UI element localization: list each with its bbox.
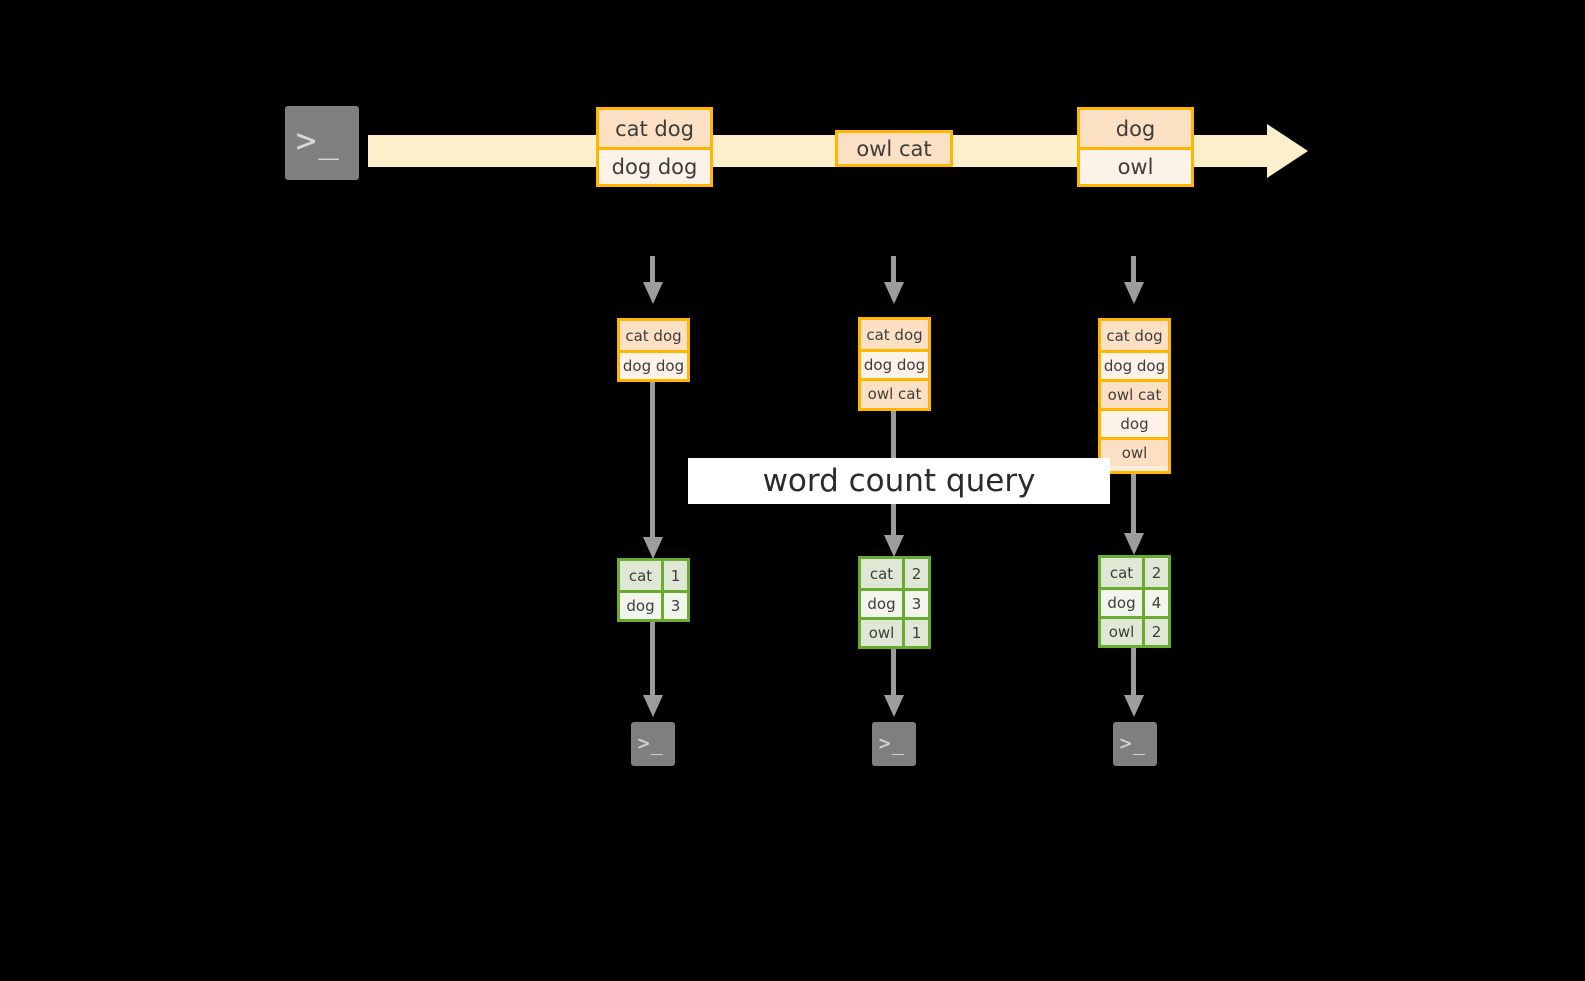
column-2-result-table: cat 2 dog 3 owl 1 [858, 556, 931, 649]
terminal-body [1113, 722, 1157, 766]
column-3-input-line-5: owl [1101, 437, 1168, 466]
column-1-sink-terminal-icon: >_ [622, 713, 684, 775]
table-row: cat 2 [861, 559, 928, 588]
column-3-result-table: cat 2 dog 4 owl 2 [1098, 555, 1171, 648]
column-2-result-count-1: 2 [905, 559, 928, 588]
column-2-input-line-1: cat dog [861, 320, 928, 349]
column-2-query-arrowhead-icon [884, 535, 904, 557]
column-3-sink-terminal-icon: >_ [1104, 713, 1166, 775]
column-2-result-word-2: dog [861, 591, 905, 617]
column-3-feed-arrowhead-icon [1124, 282, 1144, 304]
column-2-result-word-3: owl [861, 620, 905, 646]
column-1-input-line-2: dog dog [620, 350, 687, 379]
column-3-feed-dash [1131, 256, 1136, 282]
column-3-sink-arrowhead-icon [1124, 695, 1144, 717]
column-1-result-count-2: 3 [664, 593, 687, 619]
column-1-query-arrowhead-icon [643, 537, 663, 559]
stream-batch-3: dog owl [1077, 107, 1194, 187]
column-2-input-line-3: owl cat [861, 378, 928, 407]
column-3-query-arrowhead-icon [1124, 533, 1144, 555]
column-3-result-word-1: cat [1101, 558, 1145, 587]
column-2-result-count-3: 1 [905, 620, 928, 646]
table-row: cat 1 [620, 561, 687, 590]
stream-batch-2: owl cat [835, 130, 953, 167]
terminal-prompt-glyph: >_ [1119, 730, 1147, 755]
table-row: owl 2 [1101, 616, 1168, 645]
table-row: cat 2 [1101, 558, 1168, 587]
stream-batch-2-line-1: owl cat [838, 133, 950, 164]
column-3-result-count-2: 4 [1145, 590, 1168, 616]
column-3-query-arrow-line [1131, 474, 1136, 533]
column-2-feed-dash [891, 256, 896, 282]
terminal-prompt-glyph: >_ [878, 730, 906, 755]
stream-batch-3-line-1: dog [1080, 110, 1191, 147]
column-3-result-word-2: dog [1101, 590, 1145, 616]
column-1-query-arrow-line [650, 382, 655, 537]
terminal-body [872, 722, 916, 766]
column-2-result-word-1: cat [861, 559, 905, 588]
column-3-input-line-3: owl cat [1101, 379, 1168, 408]
column-2-sink-arrow-line [891, 649, 896, 695]
column-2-sink-terminal-icon: >_ [863, 713, 925, 775]
table-row: owl 1 [861, 617, 928, 646]
column-2-input-line-2: dog dog [861, 349, 928, 378]
source-terminal-icon: >_ [276, 97, 368, 189]
table-row: dog 3 [861, 588, 928, 617]
stream-arrowhead-icon [1267, 124, 1308, 178]
terminal-body [285, 106, 359, 180]
column-1-feed-arrowhead-icon [643, 282, 663, 304]
stream-batch-1-line-2: dog dog [599, 147, 710, 184]
stream-batch-3-line-2: owl [1080, 147, 1191, 184]
terminal-prompt-glyph: >_ [295, 120, 341, 161]
column-3-result-word-3: owl [1101, 619, 1145, 645]
column-2-feed-arrowhead-icon [884, 282, 904, 304]
terminal-prompt-glyph: >_ [637, 730, 665, 755]
column-3-result-count-3: 2 [1145, 619, 1168, 645]
column-1-result-word-2: dog [620, 593, 664, 619]
column-3-sink-arrow-line [1131, 648, 1136, 695]
column-3-input-line-2: dog dog [1101, 350, 1168, 379]
column-3-input-line-1: cat dog [1101, 321, 1168, 350]
column-3-result-count-1: 2 [1145, 558, 1168, 587]
column-1-result-count-1: 1 [664, 561, 687, 590]
stream-batch-1: cat dog dog dog [596, 107, 713, 187]
query-label: word count query [688, 458, 1110, 504]
table-row: dog 4 [1101, 587, 1168, 616]
column-1-input-line-1: cat dog [620, 321, 687, 350]
table-row: dog 3 [620, 590, 687, 619]
column-1-input-stack: cat dog dog dog [617, 318, 690, 382]
column-1-sink-arrow-line [650, 622, 655, 695]
column-3-input-stack: cat dog dog dog owl cat dog owl [1098, 318, 1171, 474]
column-1-sink-arrowhead-icon [643, 695, 663, 717]
column-2-result-count-2: 3 [905, 591, 928, 617]
column-2-sink-arrowhead-icon [884, 695, 904, 717]
stream-batch-1-line-1: cat dog [599, 110, 710, 147]
column-2-input-stack: cat dog dog dog owl cat [858, 317, 931, 411]
terminal-body [631, 722, 675, 766]
column-1-result-table: cat 1 dog 3 [617, 558, 690, 622]
column-3-input-line-4: dog [1101, 408, 1168, 437]
column-1-result-word-1: cat [620, 561, 664, 590]
column-1-feed-dash [650, 256, 655, 282]
